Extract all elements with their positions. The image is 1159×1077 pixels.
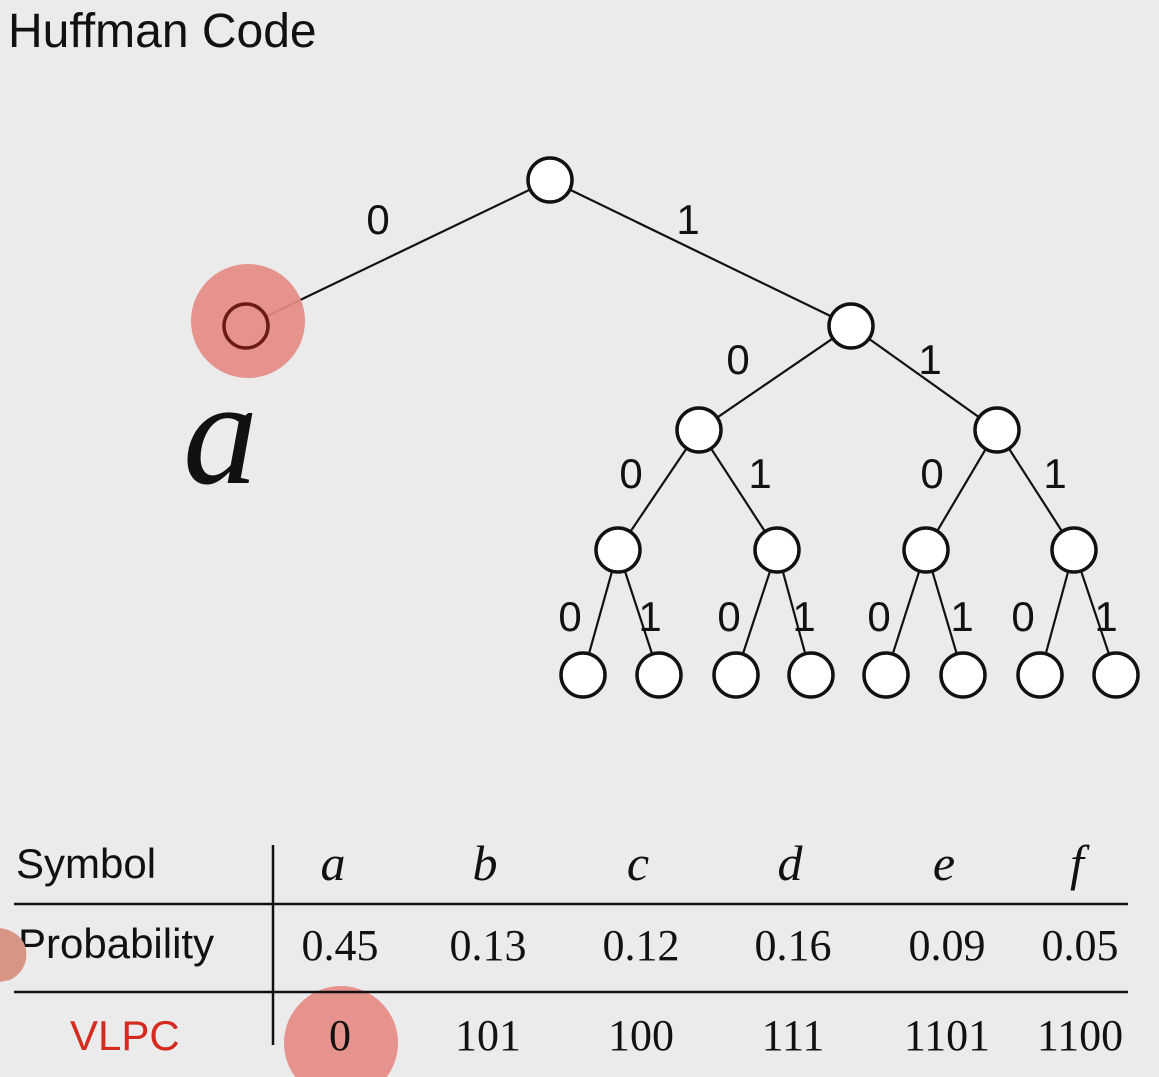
slide-title: Huffman Code	[8, 5, 317, 58]
tree-node-RRR	[1050, 526, 1098, 574]
tree-edge-RRR-l8	[1079, 570, 1111, 655]
code-cell-f: 1100	[1037, 1011, 1123, 1060]
code-cell-d: 111	[762, 1011, 825, 1060]
edge-label-root-L: 0	[366, 196, 389, 243]
tree-edge-RRL-l6	[931, 570, 958, 655]
tree-node-RR	[973, 406, 1021, 454]
tree-edge-RRL-l5	[891, 570, 921, 655]
code-cell-c: 100	[608, 1011, 674, 1060]
probability-cell-d: 0.16	[755, 921, 832, 970]
edge-label-RL-RLR: 1	[748, 450, 771, 497]
tree-edge-RLL-l2	[623, 570, 654, 655]
symbol-cell-c: c	[627, 835, 649, 891]
row-header-vlpc: VLPC	[70, 1012, 180, 1059]
edge-label-R-RR: 1	[918, 336, 941, 383]
symbol-cell-d: d	[778, 835, 804, 891]
tree-edge-RL-RLL	[629, 447, 688, 533]
tree-edge-RLR-l4	[781, 570, 807, 655]
probability-cell-f: 0.05	[1042, 921, 1119, 970]
tree-edge-RLR-l3	[741, 570, 772, 655]
tree-node-l3	[712, 651, 760, 699]
tree-node-RLR	[753, 526, 801, 574]
edge-label-RR-RRL: 0	[920, 450, 943, 497]
edge-label-RLL-l1: 0	[558, 593, 581, 640]
tree-node-l7	[1016, 651, 1064, 699]
tree-edge-RLL-l1	[587, 570, 614, 655]
symbol-cell-b: b	[473, 835, 498, 891]
presenter-hand	[0, 928, 27, 982]
row-header-symbol: Symbol	[16, 840, 156, 887]
tree-edge-RR-RRR	[1007, 447, 1064, 533]
tree-node-l2	[635, 651, 683, 699]
probability-cell-c: 0.12	[603, 921, 680, 970]
edge-label-root-R: 1	[676, 196, 699, 243]
edge-label-R-RL: 0	[726, 336, 749, 383]
tree-edge-RL-RLR	[710, 447, 766, 533]
tree-edge-root-R	[569, 188, 832, 318]
edge-label-RRL-l5: 0	[867, 593, 890, 640]
tree-node-l6	[939, 651, 987, 699]
edge-label-RLL-l2: 1	[638, 593, 661, 640]
tree-edge-RRR-l7	[1044, 570, 1070, 655]
tree-edge-root-L	[265, 188, 531, 318]
tree-node-L	[222, 302, 270, 350]
tree-node-R	[827, 302, 875, 350]
edge-label-RRR-l8: 1	[1094, 593, 1117, 640]
tree-highlight	[191, 264, 305, 378]
edge-label-RL-RLL: 0	[619, 450, 642, 497]
table-rules	[14, 845, 1128, 1045]
code-cell-a: 0	[329, 1011, 351, 1060]
probability-cell-b: 0.13	[450, 921, 527, 970]
code-cell-b: 101	[455, 1011, 521, 1060]
edge-label-RLR-l4: 1	[792, 593, 815, 640]
edge-label-RRL-l6: 1	[950, 593, 973, 640]
tree-nodes	[222, 156, 1140, 699]
tree-node-root	[526, 156, 574, 204]
tree-node-l8	[1092, 651, 1140, 699]
tree-edges	[265, 188, 1111, 655]
row-header-probability: Probability	[18, 920, 214, 967]
tree-edge-R-RL	[716, 337, 834, 419]
edge-label-RLR-l3: 0	[717, 593, 740, 640]
table-highlight	[284, 986, 398, 1077]
tree-node-RL	[675, 406, 723, 454]
symbol-cell-e: e	[933, 835, 955, 891]
probability-cell-a: 0.45	[302, 921, 379, 970]
tree-edge-R-RR	[868, 337, 980, 419]
code-cell-e: 1101	[904, 1011, 990, 1060]
edge-label-RR-RRR: 1	[1043, 450, 1066, 497]
tree-edge-RR-RRL	[936, 448, 987, 532]
tree-node-l1	[559, 651, 607, 699]
tree-node-l5	[862, 651, 910, 699]
edge-label-RRR-l7: 0	[1011, 593, 1034, 640]
leaf-a-highlight	[191, 264, 305, 378]
leaf-symbol-a: a	[183, 350, 258, 516]
tree-node-l4	[787, 651, 835, 699]
tree-node-RLL	[594, 526, 642, 574]
probability-cell-e: 0.09	[909, 921, 986, 970]
symbol-cell-f: f	[1070, 835, 1090, 891]
tree-node-RRL	[902, 526, 950, 574]
code-a-highlight	[284, 986, 398, 1077]
symbol-cell-a: a	[321, 835, 346, 891]
